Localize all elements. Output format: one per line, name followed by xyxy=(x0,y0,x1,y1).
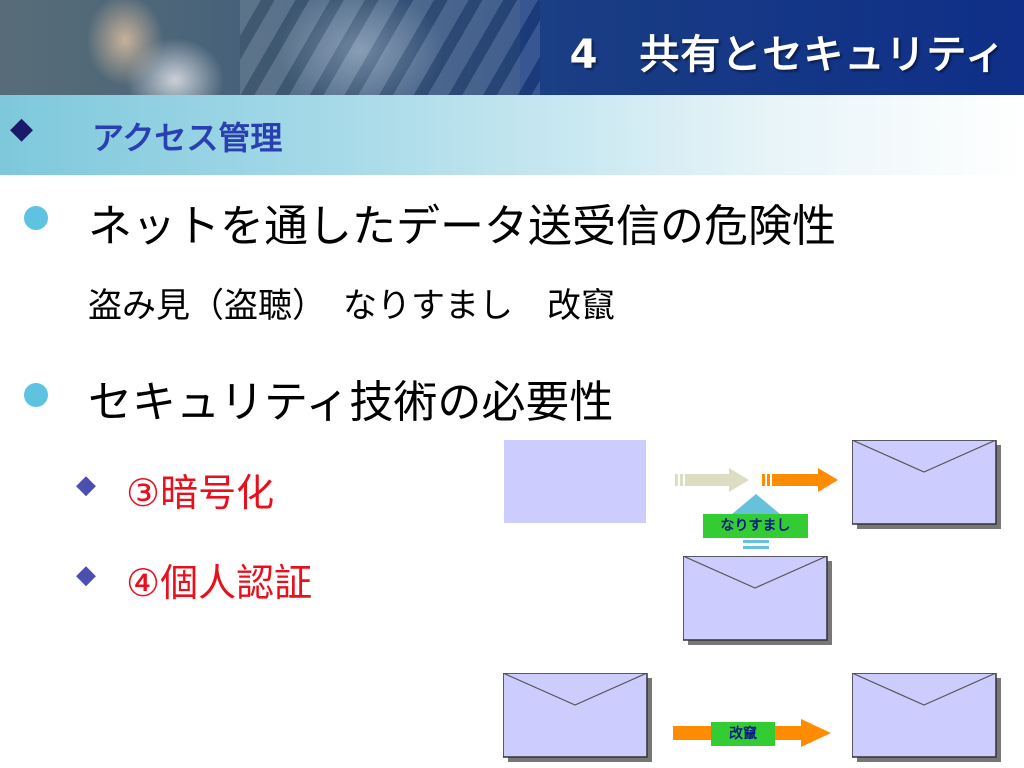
subitem-encryption: ③暗号化 xyxy=(126,471,275,515)
bullet-text-2: セキュリティ技術の必要性 xyxy=(88,377,614,428)
section-title: アクセス管理 xyxy=(92,119,283,157)
sender-box xyxy=(504,440,646,523)
subitem-diamond-icon: ◆ xyxy=(76,470,96,500)
section-bar: ◆ アクセス管理 xyxy=(0,95,1024,175)
envelope-icon xyxy=(852,673,1001,762)
bullet-dot-icon xyxy=(24,206,48,230)
page-title: 4 共有とセキュリティ xyxy=(569,32,1006,78)
header-keyboard-image xyxy=(240,0,540,95)
bullet-dot-icon xyxy=(24,383,48,407)
envelope-icon xyxy=(503,673,652,762)
bullet-sub-1: 盗み見（盗聴） なりすまし 改竄 xyxy=(88,286,615,326)
header-banner: 4 共有とセキュリティ xyxy=(0,0,1024,95)
subitem-diamond-icon: ◆ xyxy=(76,560,96,590)
envelope-icon xyxy=(683,556,832,645)
bullet-text-1: ネットを通したデータ送受信の危険性 xyxy=(88,201,836,252)
section-diamond-icon: ◆ xyxy=(10,111,34,146)
header-photo xyxy=(0,0,520,95)
subitem-authentication: ④個人認証 xyxy=(126,561,313,605)
tamper-label: 改竄 xyxy=(711,722,775,746)
faded-arrow-icon xyxy=(675,468,749,492)
impersonation-label: なりすまし xyxy=(703,514,808,538)
orange-arrow-icon xyxy=(762,468,838,492)
envelope-icon xyxy=(852,440,1001,529)
